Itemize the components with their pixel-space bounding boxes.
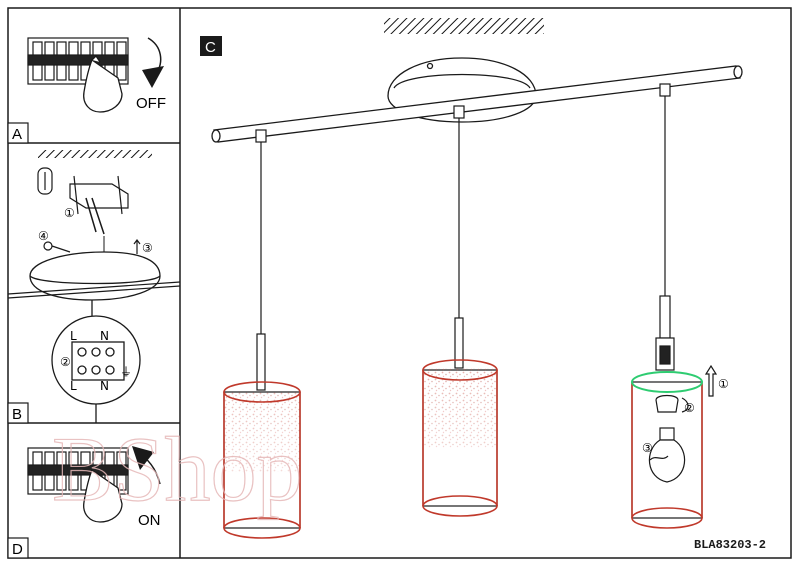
up-arrow-icon-c bbox=[706, 366, 716, 396]
panel-c-letter: C bbox=[205, 39, 216, 56]
canopy-icon bbox=[30, 252, 160, 300]
panel-b-letter: B bbox=[12, 406, 22, 423]
step-1-marker: ① bbox=[64, 206, 75, 220]
screw-icon bbox=[38, 168, 52, 194]
watermark: BShop bbox=[52, 418, 303, 520]
ceiling-hatch bbox=[38, 150, 152, 158]
panel-a: OFF A bbox=[8, 38, 166, 143]
terminal-l-top: L bbox=[70, 329, 77, 343]
panel-a-letter: A bbox=[12, 126, 22, 143]
step-4-marker: ④ bbox=[38, 229, 49, 243]
up-arrow-icon bbox=[134, 240, 140, 254]
panel-b: ① ④ ③ L N L N ⏚ ② B bbox=[8, 150, 180, 423]
ground-symbol: ⏚ bbox=[120, 365, 132, 379]
step-2-c-marker: ② bbox=[684, 401, 695, 415]
panel-d-letter: D bbox=[12, 541, 23, 558]
terminal-n-bottom: N bbox=[100, 379, 109, 393]
step-3-marker: ③ bbox=[142, 241, 153, 255]
step-1-c-marker: ① bbox=[718, 377, 729, 391]
step-2-marker: ② bbox=[60, 355, 71, 369]
terminal-l-bottom: L bbox=[70, 379, 77, 393]
connector-icon bbox=[44, 242, 70, 252]
mounting-bracket-icon bbox=[70, 176, 128, 234]
rotate-arrow-icon bbox=[142, 38, 164, 88]
model-code: BLA83203-2 bbox=[694, 538, 766, 552]
terminal-n-top: N bbox=[100, 329, 109, 343]
ceiling-hatch-main bbox=[384, 18, 544, 34]
off-label: OFF bbox=[136, 95, 166, 112]
step-3-c-marker: ③ bbox=[642, 441, 653, 455]
